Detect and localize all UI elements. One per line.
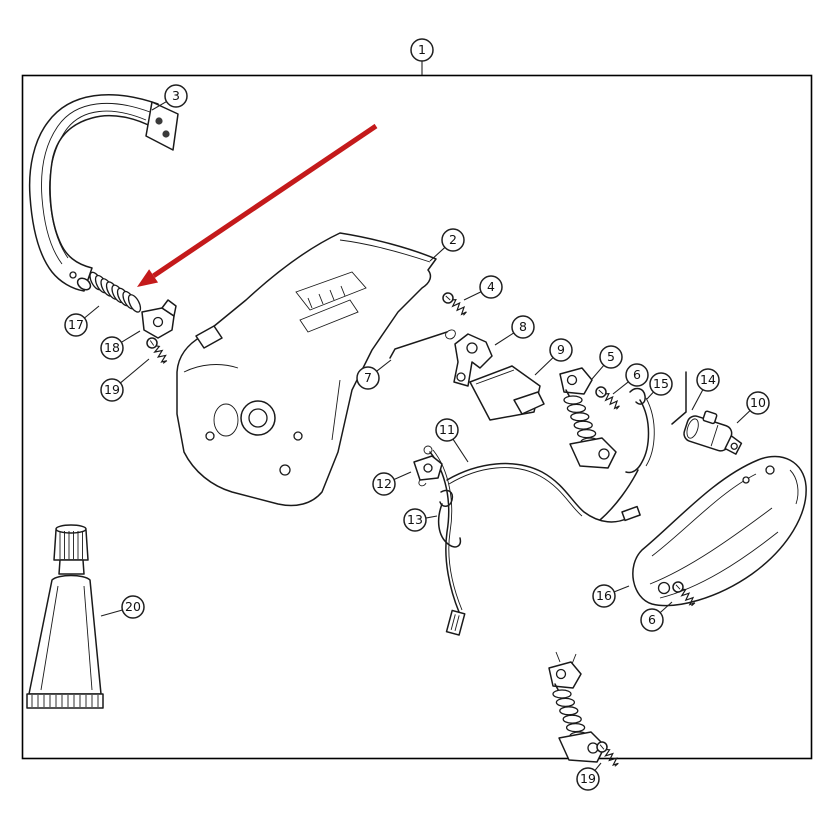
leader-line: [736, 410, 751, 424]
callout-16: 16: [592, 584, 630, 608]
part-handle-housing: [176, 232, 437, 507]
callout-6: 6: [640, 601, 673, 632]
callout-17: 17: [64, 305, 100, 337]
part-screw-6: [593, 384, 623, 412]
callout-15: 15: [646, 372, 673, 400]
svg-text:18: 18: [104, 340, 120, 355]
part-clamp-18: [141, 299, 177, 339]
svg-text:15: 15: [653, 376, 669, 391]
leader-line: [494, 332, 515, 346]
svg-text:12: 12: [376, 476, 392, 491]
part-wire-harness-11: [423, 445, 641, 636]
callout-10: 10: [736, 391, 770, 424]
leader-line: [151, 101, 167, 111]
callout-9: 9: [534, 338, 573, 376]
svg-text:20: 20: [125, 599, 141, 614]
part-cable-clip-12: [413, 455, 443, 487]
callout-12: 12: [372, 471, 412, 496]
leader-line: [614, 585, 630, 593]
part-switch-rod: [389, 329, 456, 359]
callout-3: 3: [151, 84, 188, 111]
svg-text:14: 14: [700, 372, 716, 387]
svg-text:1: 1: [418, 42, 426, 57]
red-arrow-shaft: [152, 123, 378, 278]
svg-text:3: 3: [172, 88, 180, 103]
svg-text:6: 6: [648, 612, 656, 627]
callout-4: 4: [463, 275, 503, 301]
callout-11: 11: [435, 418, 469, 463]
part-throttle-lever: [453, 333, 493, 387]
callout-8: 8: [494, 315, 535, 346]
part-front-handle: [28, 94, 179, 292]
leader-line: [691, 389, 704, 411]
callout-19: 19: [100, 358, 150, 402]
callout-19: 19: [576, 762, 602, 791]
callout-6: 6: [612, 363, 649, 395]
red-arrow: [137, 123, 378, 287]
part-sealant-tube-20: [26, 524, 104, 709]
part-switch-shaft-10: [683, 410, 743, 455]
leader-line: [452, 438, 469, 463]
leader-line: [612, 381, 629, 395]
svg-text:8: 8: [519, 319, 527, 334]
leader-line: [646, 391, 654, 400]
part-bracket-14: [671, 371, 687, 425]
svg-text:19: 19: [580, 771, 596, 786]
svg-text:11: 11: [439, 422, 455, 437]
svg-text:2: 2: [449, 232, 457, 247]
svg-text:13: 13: [407, 512, 423, 527]
svg-text:17: 17: [68, 317, 84, 332]
frame-border: [21, 74, 813, 760]
leader-line: [429, 247, 446, 262]
svg-text:19: 19: [104, 382, 120, 397]
svg-text:16: 16: [596, 588, 612, 603]
leader-line: [659, 601, 673, 614]
leader-line: [100, 609, 123, 617]
leader-line: [121, 330, 141, 343]
callout-14: 14: [691, 368, 720, 411]
part-spring-17: [89, 271, 142, 313]
part-rear-handle-16: [632, 455, 807, 607]
leader-line: [84, 305, 100, 319]
part-spring-assembly-5: [559, 367, 617, 469]
callout-5: 5: [591, 345, 623, 380]
part-contact-plate: [469, 365, 545, 421]
callout-7: 7: [356, 359, 392, 390]
svg-text:9: 9: [557, 342, 565, 357]
callout-18: 18: [100, 330, 141, 360]
leader-line: [594, 762, 602, 771]
part-spring-assembly-detail: [548, 651, 606, 763]
part-wire-link-15: [625, 387, 655, 474]
part-screw-4: [440, 290, 470, 318]
svg-text:4: 4: [487, 279, 495, 294]
callout-20: 20: [100, 595, 145, 619]
callout-1: 1: [410, 38, 434, 75]
red-arrow-head: [137, 269, 159, 287]
svg-text:7: 7: [364, 370, 372, 385]
callout-2: 2: [429, 228, 465, 262]
leader-line: [120, 358, 150, 384]
callout-13: 13: [403, 508, 438, 532]
leader-line: [376, 359, 392, 372]
svg-text:5: 5: [607, 349, 615, 364]
svg-text:6: 6: [633, 367, 641, 382]
leader-line: [393, 471, 412, 481]
leader-line: [534, 357, 554, 376]
leader-line: [591, 364, 605, 380]
part-spring-hook-13: [437, 489, 462, 548]
svg-text:10: 10: [750, 395, 766, 410]
part-screw-19: [144, 335, 171, 366]
leader-line: [425, 515, 438, 519]
leader-line: [463, 291, 482, 301]
